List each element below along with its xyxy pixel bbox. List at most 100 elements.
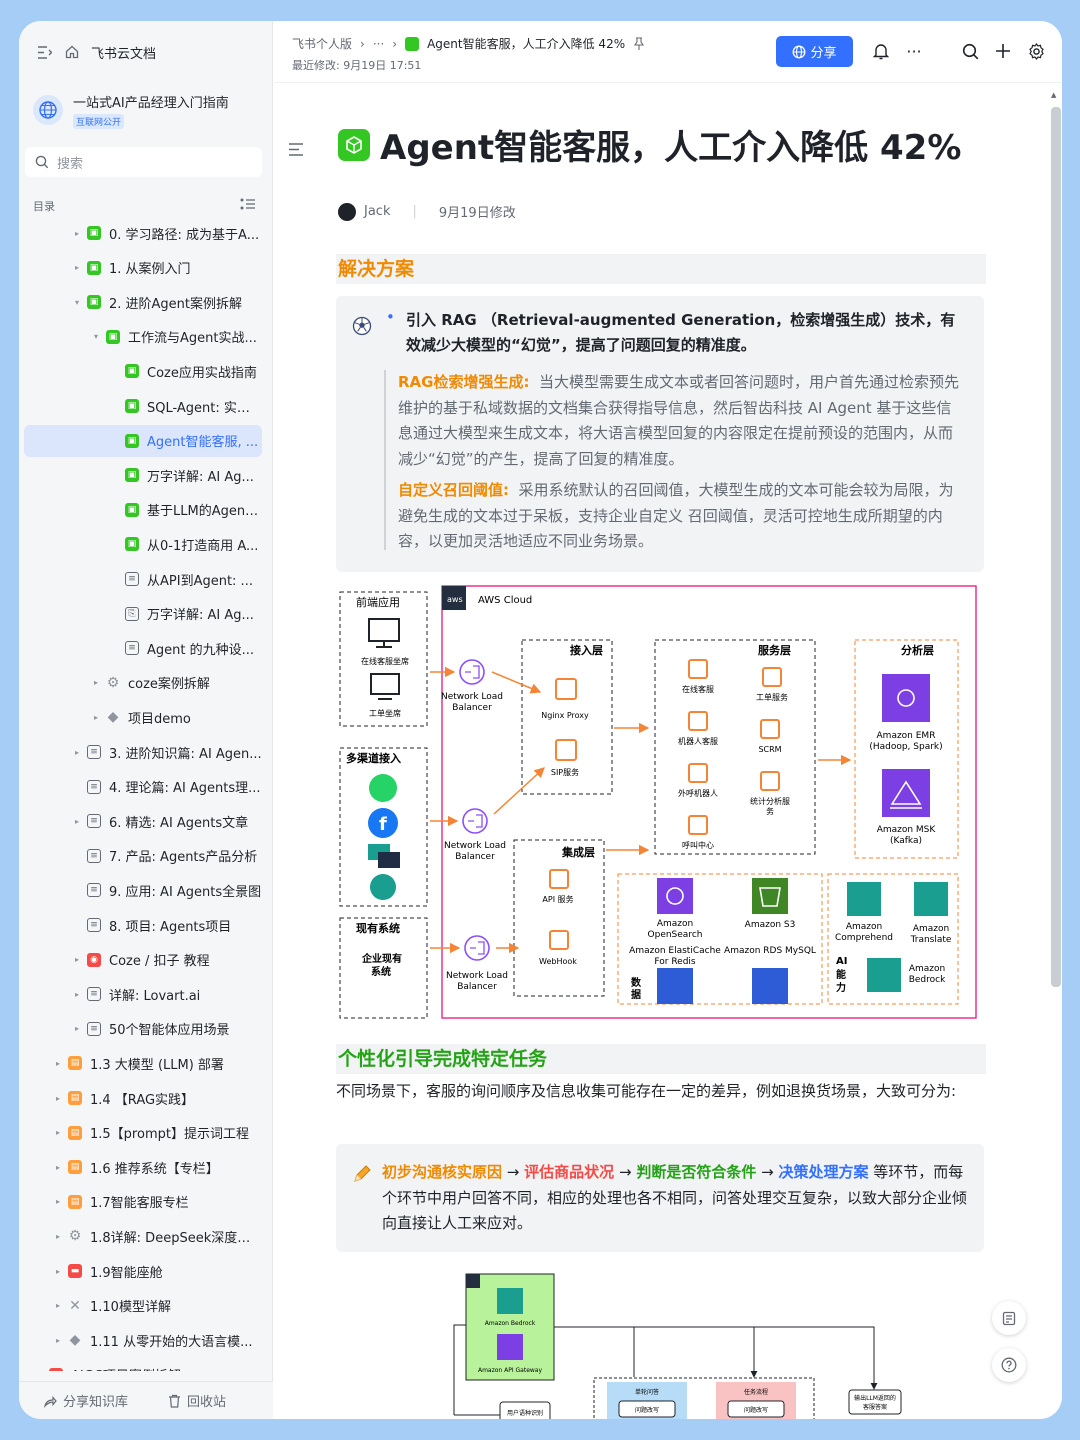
sidebar-item[interactable]: ▣万字详解: AI Ag... [24, 459, 262, 491]
modified-date: 9月19日修改 [438, 206, 516, 221]
outline-icon[interactable] [288, 140, 304, 161]
sidebar-item[interactable]: ≡9. 应用: AI Agents全景图 [24, 874, 262, 906]
sidebar-item-label: 1.4 【RAG实践】 [90, 1092, 195, 1108]
sidebar-item[interactable]: ▸▤1.7智能客服专栏 [24, 1186, 262, 1218]
home-icon[interactable] [63, 43, 81, 61]
expand-arrow-icon[interactable]: ▸ [55, 1266, 60, 1276]
sidebar-item[interactable]: ▸▬1.9智能座舱 [24, 1255, 262, 1287]
avatar[interactable] [338, 202, 356, 221]
crumb-root[interactable]: 飞书个人版 [292, 37, 353, 51]
sidebar-item[interactable]: ▸≡详解: Lovart.ai [24, 978, 262, 1010]
sidebar-item[interactable]: ▸▤1.6 推荐系统【专栏】 [24, 1151, 262, 1183]
expand-arrow-icon[interactable]: ▾ [74, 297, 79, 307]
expand-arrow-icon[interactable]: ▾ [93, 332, 98, 342]
plus-icon[interactable] [993, 41, 1013, 61]
sidebar-item-label: 1.7智能客服专栏 [90, 1196, 189, 1212]
more-icon[interactable]: ··· [906, 41, 922, 61]
sidebar-item[interactable]: ▣Agent智能客服, ... [24, 424, 262, 457]
expand-arrow-icon[interactable]: ▸ [55, 1093, 60, 1103]
help-icon[interactable] [992, 1348, 1026, 1382]
expand-arrow-icon[interactable]: ▸ [93, 678, 98, 688]
sidebar-item[interactable]: ▸≡3. 进阶知识篇: AI Agen... [24, 736, 262, 768]
pin-icon[interactable] [633, 37, 645, 50]
expand-arrow-icon[interactable]: ▸ [74, 228, 79, 238]
trash-button[interactable]: 回收站 [168, 1391, 226, 1410]
sidebar-item[interactable]: ▸▤1.3 大模型 (LLM) 部署 [24, 1047, 262, 1079]
share-button[interactable]: 分享 [776, 36, 853, 67]
sidebar-item[interactable]: ▸◆项目demo [24, 701, 262, 733]
toc-list-icon[interactable] [240, 198, 255, 211]
expand-arrow-icon[interactable]: ▸ [74, 989, 79, 999]
sidebar-item[interactable]: ▸ ▤ 1.4 【RAG实践】 [24, 1082, 262, 1114]
sidebar-item-label: 从API到Agent: ... [147, 573, 253, 589]
doc-header: 飞书个人版 › ··· › Agent智能客服，人工介入降低 42% 最近修改:… [274, 21, 1062, 83]
sidebar-item[interactable]: ▣基于LLM的Agent... [24, 494, 262, 526]
existing-system-box [339, 917, 428, 1019]
doc-line-icon: ≡ [87, 987, 101, 1002]
sidebar-item[interactable]: ▸≡50个智能体应用场景 [24, 1013, 262, 1045]
expand-arrow-icon[interactable]: ▸ [55, 1197, 60, 1207]
globe-icon [33, 95, 63, 125]
sidebar-item-label: 从0-1打造商用 A... [147, 538, 259, 554]
emr-label: Amazon EMR [877, 731, 936, 741]
expand-arrow-icon[interactable]: ▸ [55, 1162, 60, 1172]
sidebar-item-label: 1. 从案例入门 [109, 262, 191, 278]
svg-text:系统: 系统 [371, 965, 391, 978]
expand-arrow-icon[interactable]: ▸ [55, 1058, 60, 1068]
expand-arrow-icon[interactable]: ▸ [74, 816, 79, 826]
sidebar-item[interactable]: ▸▤1.5【prompt】提示词工程 [24, 1117, 262, 1149]
sidebar-item[interactable]: ▸⚙coze案例拆解 [24, 667, 262, 699]
ai-layer-label: AI [836, 956, 847, 967]
sidebar-item[interactable]: ▸⚙1.8详解: DeepSeek深度推... [24, 1220, 262, 1252]
search-icon[interactable] [960, 41, 980, 61]
expand-arrow-icon[interactable]: ▸ [55, 1335, 60, 1345]
sidebar-item[interactable]: ⎘万字详解: AI Ag... [24, 598, 262, 630]
sidebar-item[interactable]: ▣从0-1打造商用 A... [24, 528, 262, 560]
expand-arrow-icon[interactable]: ▸ [74, 263, 79, 273]
expand-arrow-icon[interactable]: ▸ [55, 1301, 60, 1311]
collapse-sidebar-icon[interactable] [35, 43, 53, 61]
scrollbar-thumb[interactable] [1051, 107, 1061, 987]
doc-list-icon[interactable] [992, 1301, 1026, 1335]
scrollbar[interactable]: ▲ [1050, 91, 1061, 995]
sidebar-item[interactable]: ≡从API到Agent: ... [24, 563, 262, 595]
sidebar-item[interactable]: ▸▣1. 从案例入门 [24, 252, 262, 284]
scroll-up-icon[interactable]: ▲ [1051, 91, 1057, 99]
sidebar-item[interactable]: ▸≡6. 精选: AI Agents文章 [24, 805, 262, 837]
folder-orange-icon: ▤ [68, 1091, 82, 1105]
bell-icon[interactable] [871, 41, 891, 61]
sidebar-item[interactable]: ▾▣2. 进阶Agent案例拆解 [24, 286, 262, 318]
sidebar-item[interactable]: ≡Agent 的九种设... [24, 632, 262, 664]
share-knowledge-base-button[interactable]: 分享知识库 [43, 1391, 128, 1410]
gear-icon[interactable] [1026, 41, 1046, 61]
sidebar-item[interactable]: ≡8. 项目: Agents项目 [24, 909, 262, 941]
sidebar-item[interactable]: ▸✕1.10模型详解 [24, 1290, 262, 1322]
expand-arrow-icon[interactable]: ▸ [55, 1128, 60, 1138]
sidebar-item[interactable]: ▸▮AIGC项目案例拆解 [24, 1359, 262, 1371]
sidebar-item[interactable]: ▾▣工作流与Agent实战... [24, 321, 262, 353]
sidebar-item[interactable]: ≡4. 理论篇: AI Agents理... [24, 771, 262, 803]
sidebar-item[interactable]: ▣SQL-Agent: 实现... [24, 390, 262, 422]
expand-arrow-icon[interactable]: ▸ [74, 1024, 79, 1034]
sidebar-item[interactable]: ≡7. 产品: Agents产品分析 [24, 840, 262, 872]
sidebar-search[interactable]: 搜索 [25, 147, 262, 177]
nginx-label: Nginx Proxy [541, 711, 589, 720]
crumb-current[interactable]: Agent智能客服，人工介入降低 42% [427, 37, 626, 51]
sidebar-item[interactable]: ▸▣0. 学习路径: 成为基于A... [24, 217, 262, 249]
expand-arrow-icon[interactable]: ▸ [55, 1231, 60, 1241]
sidebar-item-label: 50个智能体应用场景 [109, 1023, 230, 1039]
bullet-rag: 引入 RAG （Retrieval-augmented Generation，检… [406, 311, 956, 354]
sidebar-item[interactable]: ▣Coze应用实战指南 [24, 355, 262, 387]
author-name[interactable]: Jack [364, 204, 391, 219]
access-layer-box [521, 639, 613, 795]
sidebar-item[interactable]: ▸◆1.11 从零开始的大语言模... [24, 1324, 262, 1356]
knowledge-base-header[interactable]: 一站式AI产品经理入门指南 互联网公开 [33, 91, 263, 131]
expand-arrow-icon[interactable]: ▸ [33, 1370, 45, 1371]
app-name[interactable]: 飞书云文档 [91, 46, 157, 62]
expand-arrow-icon[interactable]: ▸ [93, 712, 98, 722]
sidebar-item[interactable]: ▸◉Coze / 扣子 教程 [24, 944, 262, 976]
crumb-more[interactable]: ··· [372, 36, 385, 51]
expand-arrow-icon[interactable]: ▸ [74, 955, 79, 965]
expand-arrow-icon[interactable]: ▸ [74, 747, 79, 757]
sidebar-item-label: AIGC项目案例拆解 [71, 1365, 181, 1371]
